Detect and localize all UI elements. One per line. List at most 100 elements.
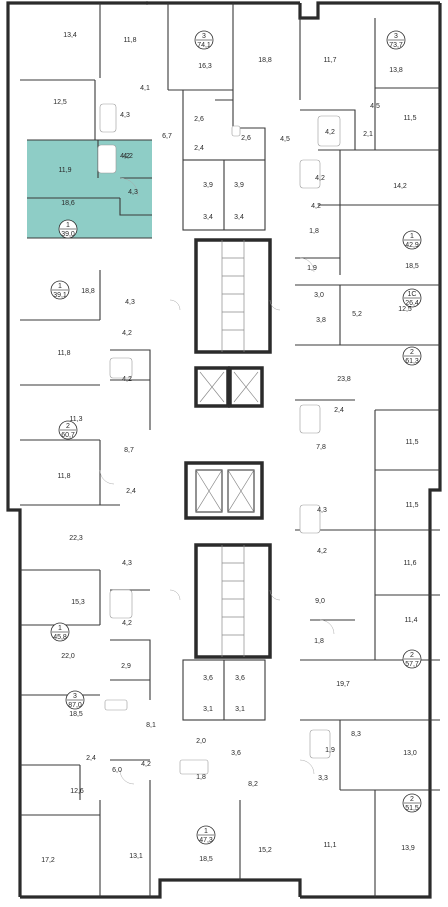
apartment-area: 39,1 — [53, 292, 67, 299]
room-area: 13,9 — [401, 845, 415, 852]
apartment-area: 39,0 — [61, 231, 75, 238]
apartment-rooms: 1 — [58, 625, 62, 632]
room-area: 4,2 — [122, 330, 132, 337]
room-area: 22,0 — [61, 653, 75, 660]
apartment-marker[interactable]: 145,8 — [50, 622, 70, 642]
room-area: 14,2 — [393, 183, 407, 190]
room-area: 4,2 — [123, 153, 133, 160]
apartment-area: 87,0 — [68, 702, 82, 709]
apartment-rooms: 3 — [202, 33, 206, 40]
apartment-marker[interactable]: 139,1 — [50, 280, 70, 300]
room-area: 4,5 — [370, 103, 380, 110]
room-area: 4,2 — [120, 153, 130, 160]
room-area: 12,5 — [398, 306, 412, 313]
room-area: 1,8 — [309, 228, 319, 235]
apartment-marker[interactable]: 261,3 — [402, 346, 422, 366]
left-walls — [20, 79, 152, 897]
room-area: 4,3 — [122, 560, 132, 567]
apartment-area: 74,1 — [197, 42, 211, 49]
apartment-area: 51,5 — [405, 805, 419, 812]
apartment-marker[interactable]: 142,9 — [402, 230, 422, 250]
room-area: 8,2 — [248, 781, 258, 788]
room-area: 3,9 — [234, 182, 244, 189]
room-area: 4,2 — [325, 129, 335, 136]
room-area: 23,8 — [337, 376, 351, 383]
apartment-rooms: 1 — [58, 283, 62, 290]
room-area: 12,6 — [70, 788, 84, 795]
room-area: 3,6 — [231, 750, 241, 757]
apartment-area: 61,3 — [405, 358, 419, 365]
door-swings — [99, 177, 335, 785]
room-area: 1,9 — [307, 265, 317, 272]
apartment-marker[interactable]: 260,7 — [58, 420, 78, 440]
room-area: 11,6 — [403, 560, 416, 567]
room-area: 11,3 — [69, 416, 82, 423]
room-area: 3,6 — [235, 675, 245, 682]
room-area: 11,4 — [404, 617, 417, 624]
room-area: 8,1 — [146, 722, 156, 729]
room-area: 8,3 — [351, 731, 361, 738]
room-area: 11,1 — [323, 842, 336, 849]
room-area: 7,8 — [316, 444, 326, 451]
apartment-rooms: 1 — [66, 222, 70, 229]
room-area: 6,7 — [162, 133, 172, 140]
room-area: 13,4 — [63, 32, 77, 39]
apartment-area: 26,4 — [405, 300, 419, 307]
room-area: 3,1 — [235, 706, 245, 713]
room-area: 8,7 — [124, 447, 134, 454]
apartment-rooms: 2 — [410, 349, 414, 356]
room-area: 11,7 — [323, 57, 336, 64]
apartment-marker[interactable]: 147,3 — [196, 825, 216, 845]
room-area: 4,5 — [280, 136, 290, 143]
room-area: 18,5 — [69, 711, 83, 718]
room-area: 1,9 — [325, 747, 335, 754]
room-area: 11,8 — [123, 37, 136, 44]
room-area: 13,0 — [403, 750, 417, 757]
plumbing-fixtures — [97, 103, 341, 775]
apartment-area: 42,9 — [405, 242, 419, 249]
apartment-marker[interactable]: 257,7 — [402, 649, 422, 669]
apartment-marker[interactable]: 251,5 — [402, 793, 422, 813]
room-area: 22,3 — [69, 535, 83, 542]
room-area: 4,2 — [141, 761, 151, 768]
room-area: 18,5 — [199, 856, 213, 863]
apartment-area: 60,7 — [61, 432, 75, 439]
room-area: 6,0 — [112, 767, 122, 774]
apartment-marker[interactable]: 387,0 — [65, 690, 85, 710]
outer-walls — [6, 1, 442, 899]
apartment-rooms: 2 — [410, 652, 414, 659]
room-area: 4,2 — [317, 548, 327, 555]
room-area: 16,3 — [198, 63, 212, 70]
room-area: 13,1 — [129, 853, 143, 860]
room-area: 2,4 — [194, 145, 204, 152]
room-area: 3,4 — [234, 214, 244, 221]
apartment-marker[interactable]: 139,0 — [58, 219, 78, 239]
apartment-area: 73,7 — [389, 42, 403, 49]
room-area: 3,1 — [203, 706, 213, 713]
room-area: 11,5 — [405, 439, 418, 446]
room-area: 18,8 — [81, 288, 95, 295]
room-area: 4,2 — [311, 203, 321, 210]
apartment-rooms: 1 — [204, 828, 208, 835]
selected-apartment-highlight[interactable] — [27, 140, 152, 238]
room-area: 5,2 — [352, 311, 362, 318]
apartment-marker[interactable]: 374,1 — [194, 30, 214, 50]
room-area: 1,8 — [314, 638, 324, 645]
room-area: 11,8 — [57, 473, 70, 480]
room-area: 2,6 — [241, 135, 251, 142]
room-area: 2,4 — [126, 488, 136, 495]
apartment-rooms: 2 — [410, 796, 414, 803]
room-area: 11,5 — [405, 502, 418, 509]
room-area: 4,3 — [128, 189, 138, 196]
room-area: 11,8 — [57, 350, 70, 357]
apartment-marker[interactable]: 373,7 — [386, 30, 406, 50]
room-area: 4,2 — [122, 620, 132, 627]
room-area: 4,2 — [122, 376, 132, 383]
room-area: 4,3 — [317, 507, 327, 514]
apartment-rooms: 2 — [66, 423, 70, 430]
room-area: 3,9 — [203, 182, 213, 189]
room-area: 2,9 — [121, 663, 131, 670]
room-area: 12,5 — [53, 99, 67, 106]
